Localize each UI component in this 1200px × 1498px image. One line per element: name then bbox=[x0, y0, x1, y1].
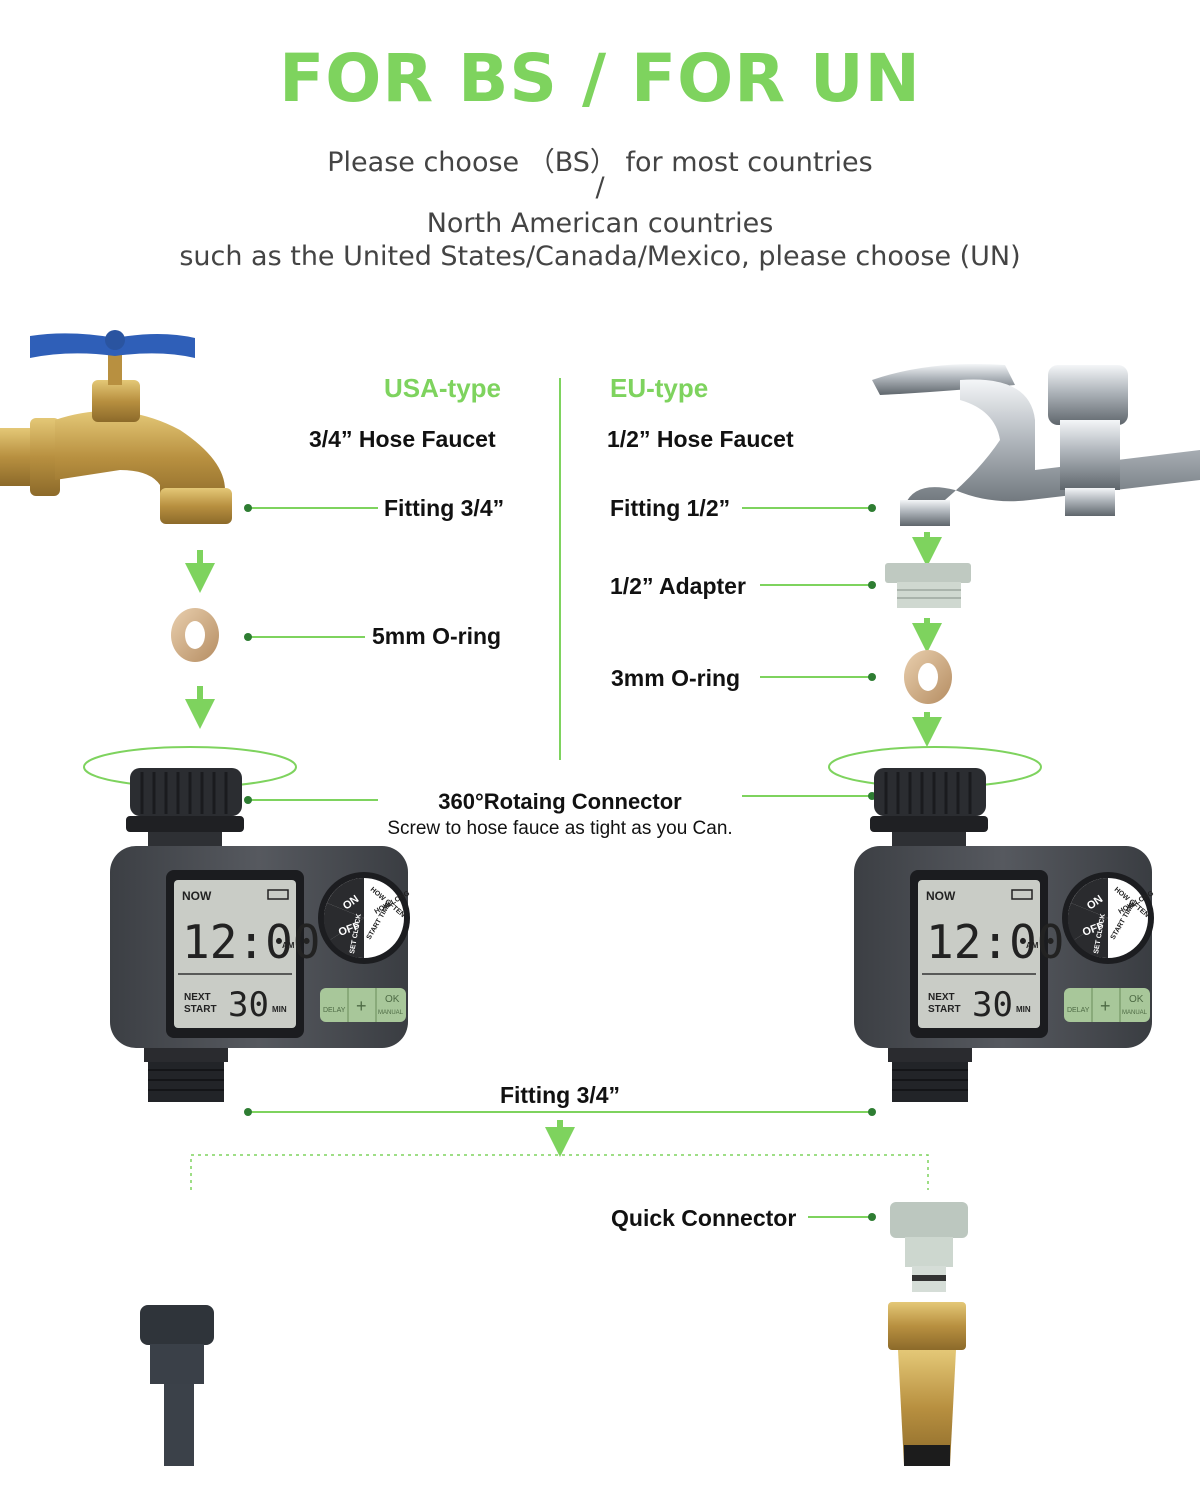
eu-adapter-label: 1/2” Adapter bbox=[610, 573, 746, 599]
ok-button-text: OK bbox=[385, 994, 400, 1005]
usa-oring-image bbox=[171, 608, 219, 662]
lcd-now-text: NOW bbox=[182, 889, 212, 903]
lcd-min-text: MIN bbox=[272, 1005, 287, 1014]
timer-graphic: NOW 12:00 AM NEXT START 30 MIN ON OFF HO… bbox=[854, 768, 1155, 1102]
lcd-time-text: 12:00 bbox=[182, 915, 320, 969]
lcd-start-text: START bbox=[184, 1004, 217, 1015]
battery-icon bbox=[267, 889, 289, 900]
black-hose-image bbox=[140, 1305, 214, 1466]
eu-adapter-image bbox=[885, 563, 971, 608]
usa-faucet-label: 3/4” Hose Faucet bbox=[309, 426, 496, 452]
plus-button-text: + bbox=[356, 996, 367, 1016]
usa-timer-device: NOW 12:00 AM NEXT START 30 MIN ON OFF HO… bbox=[108, 768, 411, 1102]
subtitle-line-4: such as the United States/Canada/Mexico,… bbox=[179, 241, 1021, 272]
delay-button-text: DELAY bbox=[1067, 1007, 1090, 1014]
plus-button-text: + bbox=[1100, 996, 1111, 1016]
quick-connector-image bbox=[890, 1202, 968, 1292]
eu-oring-label: 3mm O-ring bbox=[611, 665, 741, 691]
lcd-next-text: NEXT bbox=[928, 992, 955, 1003]
brass-hose-end-image bbox=[888, 1302, 966, 1466]
eu-fitting-label: Fitting 1/2” bbox=[610, 495, 731, 521]
eu-faucet-label: 1/2” Hose Faucet bbox=[607, 426, 794, 452]
lcd-min-text: MIN bbox=[1016, 1005, 1031, 1014]
connector-note: Screw to hose fauce as tight as you Can. bbox=[387, 818, 733, 839]
usa-brass-faucet-image bbox=[0, 330, 232, 524]
manual-button-text: MANUAL bbox=[1122, 1010, 1148, 1016]
lcd-next-text: NEXT bbox=[184, 992, 211, 1003]
eu-chrome-faucet-image bbox=[872, 364, 1200, 526]
lcd-time-text: 12:00 bbox=[926, 915, 1064, 969]
quick-connector-label: Quick Connector bbox=[611, 1205, 797, 1231]
lcd-now-text: NOW bbox=[926, 889, 956, 903]
lcd-minutes-text: 30 bbox=[228, 985, 269, 1025]
connector-title: 360°Rotaing Connector bbox=[438, 789, 682, 814]
delay-button-text: DELAY bbox=[323, 1007, 346, 1014]
eu-timer-device: NOW 12:00 AM NEXT START 30 MIN ON OFF HO… bbox=[852, 768, 1162, 1102]
usa-fitting-label: Fitting 3/4” bbox=[384, 495, 505, 521]
usa-type-heading: USA-type bbox=[384, 373, 502, 403]
subtitle-line-3: North American countries bbox=[426, 208, 774, 239]
ok-button-text: OK bbox=[1129, 994, 1144, 1005]
usa-oring-label: 5mm O-ring bbox=[372, 623, 502, 649]
subtitle-separator: / bbox=[595, 172, 605, 203]
eu-oring-image bbox=[904, 650, 952, 704]
lcd-am-text: AM bbox=[282, 941, 295, 950]
bottom-fitting-label: Fitting 3/4” bbox=[499, 1082, 621, 1108]
battery-icon bbox=[1011, 889, 1033, 900]
lcd-start-text: START bbox=[928, 1004, 961, 1015]
manual-button-text: MANUAL bbox=[378, 1010, 404, 1016]
page-title: FOR BS / FOR UN bbox=[279, 40, 921, 117]
eu-type-heading: EU-type bbox=[610, 373, 709, 403]
lcd-am-text: AM bbox=[1026, 941, 1039, 950]
subtitle-line-1: Please choose （BS） for most countries bbox=[327, 147, 873, 178]
timer-graphic: NOW 12:00 AM NEXT START 30 MIN ON OFF HO… bbox=[110, 768, 411, 1102]
lcd-minutes-text: 30 bbox=[972, 985, 1013, 1025]
